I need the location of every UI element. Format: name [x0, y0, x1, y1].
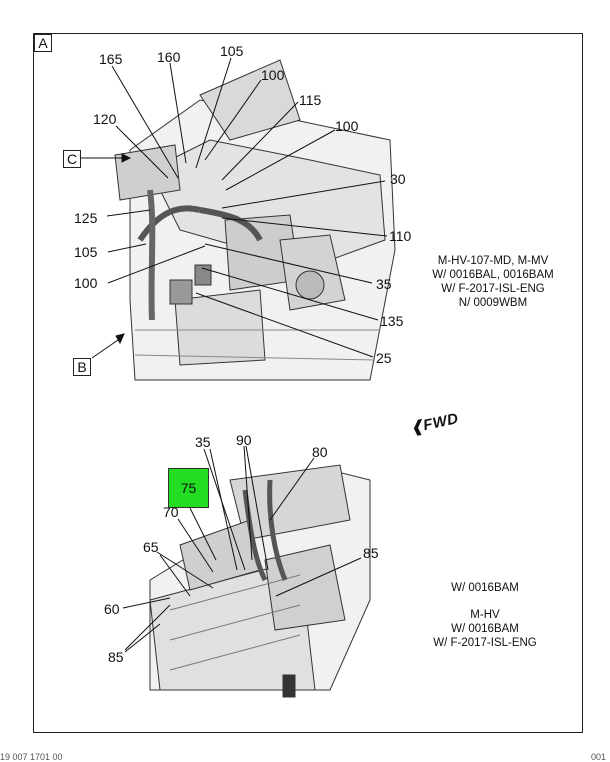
callout-100-right: 100: [335, 118, 359, 134]
callout-65: 65: [143, 539, 159, 555]
callout-125: 125: [74, 210, 98, 226]
callout-60: 60: [104, 601, 120, 617]
callout-100-top: 100: [261, 67, 285, 83]
callout-30: 30: [390, 171, 406, 187]
note-lower-2: M-HV W/ 0016BAM W/ F-2017-ISL-ENG: [410, 608, 560, 650]
highlighted-callout-75: 75: [168, 468, 209, 508]
callout-85-left: 85: [108, 649, 124, 665]
callout-80: 80: [312, 444, 328, 460]
footer-document-number: 19 007 1701 00: [0, 752, 63, 762]
callout-90: 90: [236, 432, 252, 448]
callout-120: 120: [93, 111, 117, 127]
upper-engine-illustration: [114, 59, 396, 381]
callout-160: 160: [157, 49, 181, 65]
callout-25: 25: [376, 350, 392, 366]
callout-70: 70: [163, 504, 179, 520]
note-lower-2-line-2: W/ 0016BAM: [451, 623, 519, 635]
callout-105-top: 105: [220, 43, 244, 59]
note-upper: M-HV-107-MD, M-MV W/ 0016BAL, 0016BAM W/…: [418, 254, 568, 310]
callout-165: 165: [99, 51, 123, 67]
view-b-label: B: [73, 358, 91, 376]
callout-105-left: 105: [74, 244, 98, 260]
note-lower-2-line-1: M-HV: [470, 609, 500, 621]
callout-135: 135: [380, 313, 404, 329]
diagram-frame: [33, 33, 583, 733]
upper-leaders: [81, 57, 388, 359]
footer-page-number: 001: [590, 752, 606, 762]
callout-115: 115: [299, 92, 322, 108]
callout-100-left: 100: [74, 275, 98, 291]
note-upper-line-4: N/ 0009WBM: [458, 297, 528, 309]
note-upper-line-2: W/ 0016BAL, 0016BAM: [432, 269, 554, 281]
callout-85-right: 85: [363, 545, 379, 561]
view-a-label: A: [34, 34, 52, 52]
lower-engine-illustration: [149, 464, 371, 698]
note-lower-1: W/ 0016BAM: [451, 582, 519, 594]
view-c-label: C: [63, 150, 81, 168]
callout-35-lower: 35: [195, 434, 211, 450]
callout-35-upper: 35: [376, 276, 392, 292]
callout-110: 110: [389, 228, 412, 244]
note-lower-2-line-3: W/ F-2017-ISL-ENG: [433, 637, 537, 649]
note-upper-line-1: M-HV-107-MD, M-MV: [437, 255, 549, 267]
lower-leaders: [122, 445, 362, 653]
note-upper-line-3: W/ F-2017-ISL-ENG: [441, 283, 545, 295]
